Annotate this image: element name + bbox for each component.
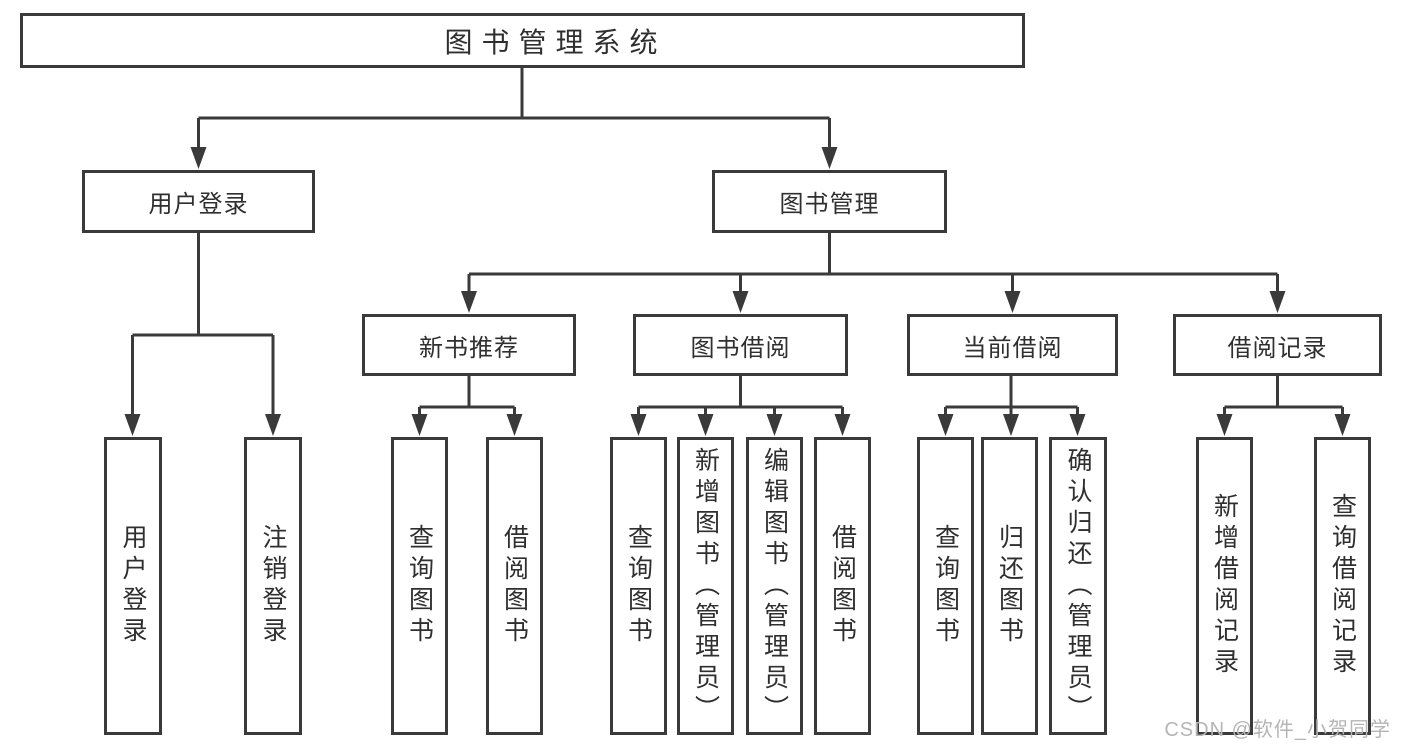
leaf-add-borrow-record: 新增借阅记录 <box>1196 437 1253 735</box>
leaf-query-books-borrow: 查询图书 <box>610 437 667 735</box>
node-book-management: 图书管理 <box>712 170 947 233</box>
leaf-add-books-admin: 新增图书（管理员） <box>677 437 734 735</box>
csdn-watermark: CSDN @软件_小贺同学 <box>1164 719 1391 741</box>
node-new-book-recommend: 新书推荐 <box>362 314 576 376</box>
leaf-logout: 注销登录 <box>244 437 302 735</box>
leaf-query-books-recommend: 查询图书 <box>391 437 448 735</box>
leaf-query-books-current: 查询图书 <box>917 437 974 735</box>
node-library-management-system: 图书管理系统 <box>20 13 1025 68</box>
leaf-return-books: 归还图书 <box>981 437 1038 735</box>
leaf-user-login: 用户登录 <box>104 437 162 735</box>
leaf-query-borrow-record: 查询借阅记录 <box>1314 437 1371 735</box>
leaf-edit-books-admin: 编辑图书（管理员） <box>746 437 803 735</box>
node-user-login: 用户登录 <box>82 170 315 233</box>
node-book-borrowing: 图书借阅 <box>633 314 848 376</box>
node-borrowing-records: 借阅记录 <box>1173 314 1382 376</box>
node-current-borrowing: 当前借阅 <box>907 314 1118 376</box>
leaf-borrow-books-recommend: 借阅图书 <box>486 437 543 735</box>
leaf-borrow-books: 借阅图书 <box>814 437 871 735</box>
leaf-confirm-return-admin: 确认归还（管理员） <box>1049 437 1107 735</box>
